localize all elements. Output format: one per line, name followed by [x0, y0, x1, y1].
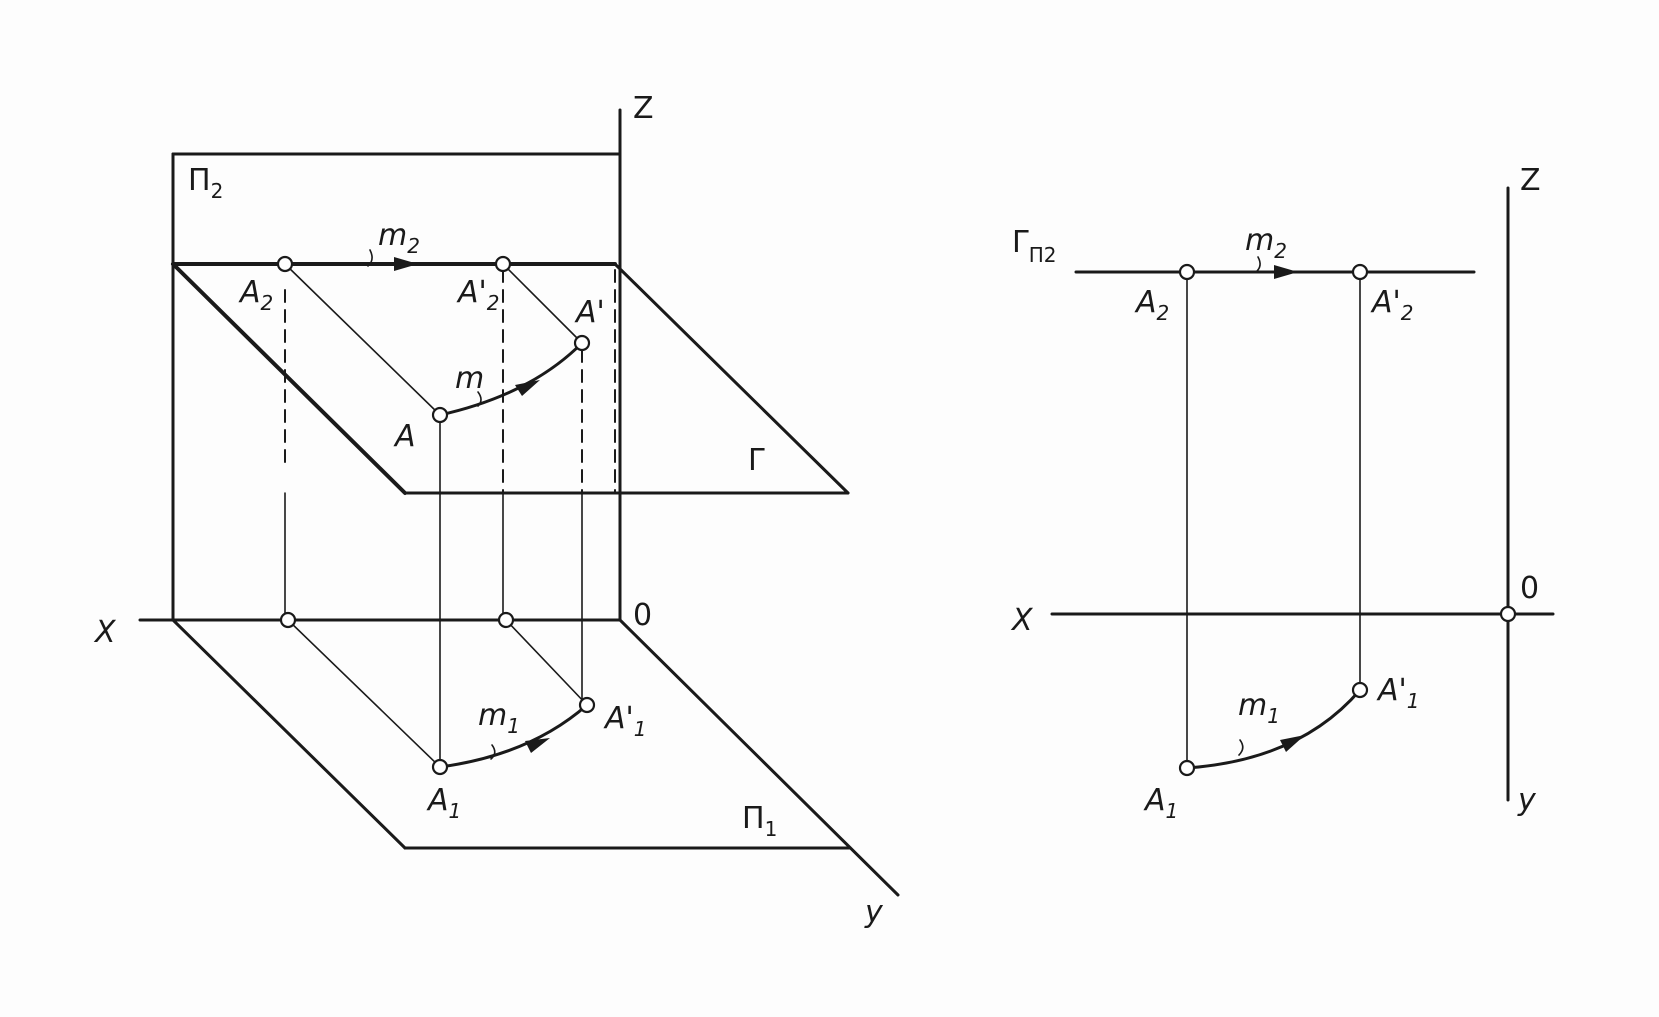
x-axis-label: X [93, 615, 117, 650]
epure-point-o [1499, 605, 1517, 623]
point-ax [279, 611, 297, 629]
m1-arrowhead [525, 738, 550, 753]
epure-point-a2 [1178, 263, 1196, 281]
m-hook [477, 391, 482, 407]
a1p-label: A'1 [603, 701, 647, 741]
epure-m1-arrowhead [1280, 735, 1305, 752]
epure-point-a1 [1178, 759, 1196, 777]
a2p-to-ap-line [502, 263, 583, 344]
point-a1 [431, 758, 449, 776]
a1-label: A1 [426, 783, 461, 823]
epure-point-a2p [1351, 263, 1369, 281]
m-arrowhead [515, 380, 540, 396]
x-to-a1-line [287, 619, 441, 768]
epure-a1p-label: A'1 [1376, 673, 1420, 713]
x-to-a1p-line [505, 619, 588, 706]
epure-origin-label: 0 [1520, 571, 1539, 606]
y-axis-label: y [864, 895, 884, 930]
orthographic-view: Z X 0 y ΓП2 m2 m1 A2 A'2 A1 A'1 [1010, 163, 1555, 823]
a2-to-a-line [284, 263, 441, 416]
epure-m2-hook [1255, 256, 1261, 273]
m2-arrowhead [394, 257, 418, 271]
point-a [431, 406, 449, 424]
pi1-label: Π1 [742, 801, 777, 841]
gamma-label: Γ [748, 443, 765, 478]
gamma-right-edge [613, 262, 850, 495]
m2-label: m2 [378, 218, 420, 258]
m2-hook [367, 249, 373, 267]
gamma-left-edge [171, 262, 407, 495]
pi1-left-edge [171, 618, 407, 850]
epure-x-label: X [1010, 603, 1034, 638]
pi2-label: Π2 [188, 163, 223, 203]
isometric-view: Z X 0 y Π2 Π1 Γ m2 m m1 A2 A'2 A' A A1 A… [93, 91, 900, 930]
m1-label: m1 [478, 698, 520, 738]
epure-y-label: y [1517, 783, 1537, 818]
point-a2 [276, 255, 294, 273]
epure-m2-arrowhead [1274, 265, 1298, 279]
epure-a1-label: A1 [1143, 783, 1178, 823]
y-axis [618, 618, 900, 897]
m-label: m [455, 361, 484, 396]
epure-m2-label: m2 [1245, 223, 1287, 263]
epure-a2p-label: A'2 [1370, 285, 1414, 325]
epure-a2-label: A2 [1134, 285, 1169, 325]
a-label: A [393, 419, 416, 454]
a2-label: A2 [238, 275, 273, 315]
epure-m1-label: m1 [1238, 688, 1280, 728]
point-a1p [578, 696, 596, 714]
point-a2p [494, 255, 512, 273]
epure-gamma-label: ΓП2 [1012, 225, 1056, 267]
epure-point-a1p [1351, 681, 1369, 699]
point-ax2 [497, 611, 515, 629]
curve-m1 [438, 703, 589, 769]
origin-label: 0 [633, 598, 652, 633]
epure-z-label: Z [1520, 163, 1541, 198]
epure-curve-m1 [1185, 688, 1362, 770]
m1-hook [490, 744, 496, 760]
z-axis-label: Z [633, 91, 654, 126]
epure-m1-hook [1238, 739, 1244, 756]
a2p-label: A'2 [456, 275, 500, 315]
point-ap [573, 334, 591, 352]
ap-label: A' [574, 295, 605, 330]
